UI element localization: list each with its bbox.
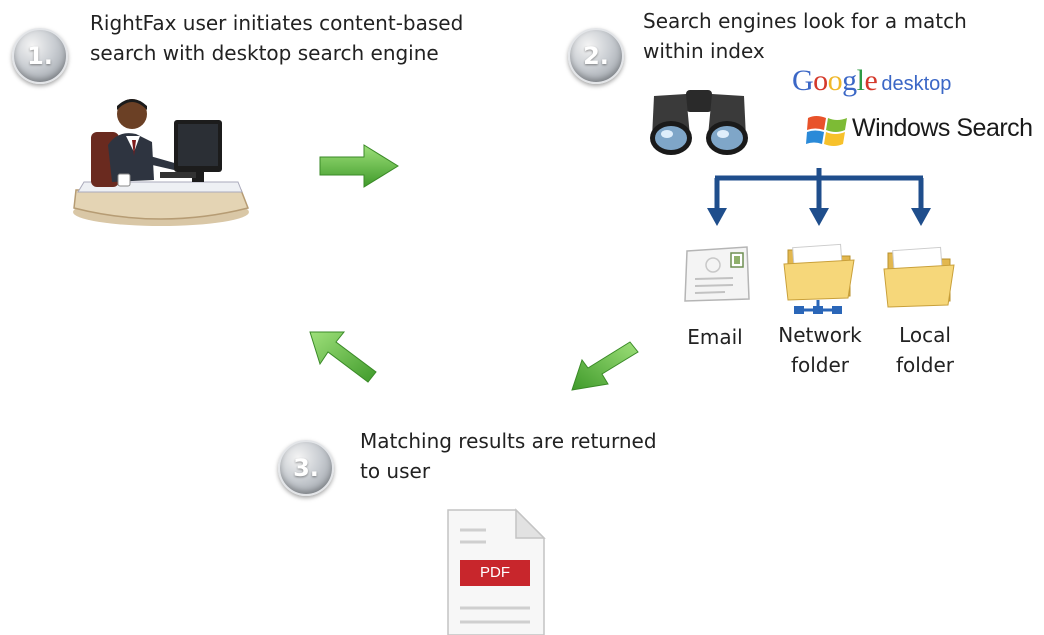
- pdf-document-icon: PDF: [442, 508, 548, 635]
- step-3-line-1: Matching results are returned: [360, 429, 657, 453]
- step-3-badge: 3.: [278, 440, 334, 496]
- step-2-text: Search engines look for a match within i…: [643, 6, 967, 66]
- google-desktop-sub: desktop: [881, 73, 952, 95]
- step-1-line-1: RightFax user initiates content-based: [90, 11, 464, 35]
- pdf-label: PDF: [480, 564, 510, 581]
- binoculars-icon: [650, 90, 748, 155]
- step-1-line-2: search with desktop search engine: [90, 41, 439, 65]
- green-arrow-up-left-icon: [309, 331, 377, 383]
- step-1-number: 1.: [27, 42, 53, 70]
- green-arrow-right-icon: [319, 144, 399, 188]
- google-wordmark: Google: [792, 64, 878, 97]
- step-3-number: 3.: [293, 454, 319, 482]
- step-2-badge: 2.: [568, 28, 624, 84]
- step-2-line-2: within index: [643, 39, 765, 63]
- location-email-label: Email: [687, 325, 743, 349]
- step-3-text: Matching results are returned to user: [360, 426, 657, 486]
- windows-search-wordmark: Windows Search: [852, 114, 1033, 142]
- network-folder-icon: [783, 243, 855, 314]
- windows-flag-icon: [806, 116, 847, 146]
- step-1-text: RightFax user initiates content-based se…: [90, 8, 463, 68]
- local-folder-icon: [883, 246, 955, 308]
- location-local-folder-label: Local folder: [895, 323, 955, 377]
- connector-tree: [707, 168, 931, 226]
- user-at-desk-icon: [73, 99, 250, 226]
- step-2-number: 2.: [583, 42, 609, 70]
- step-2-line-1: Search engines look for a match: [643, 9, 967, 33]
- green-arrow-down-left-icon: [571, 341, 639, 391]
- step-1-badge: 1.: [12, 28, 68, 84]
- step-3-line-2: to user: [360, 459, 431, 483]
- location-network-folder-label: Network folder: [778, 323, 862, 377]
- email-icon: [684, 246, 750, 302]
